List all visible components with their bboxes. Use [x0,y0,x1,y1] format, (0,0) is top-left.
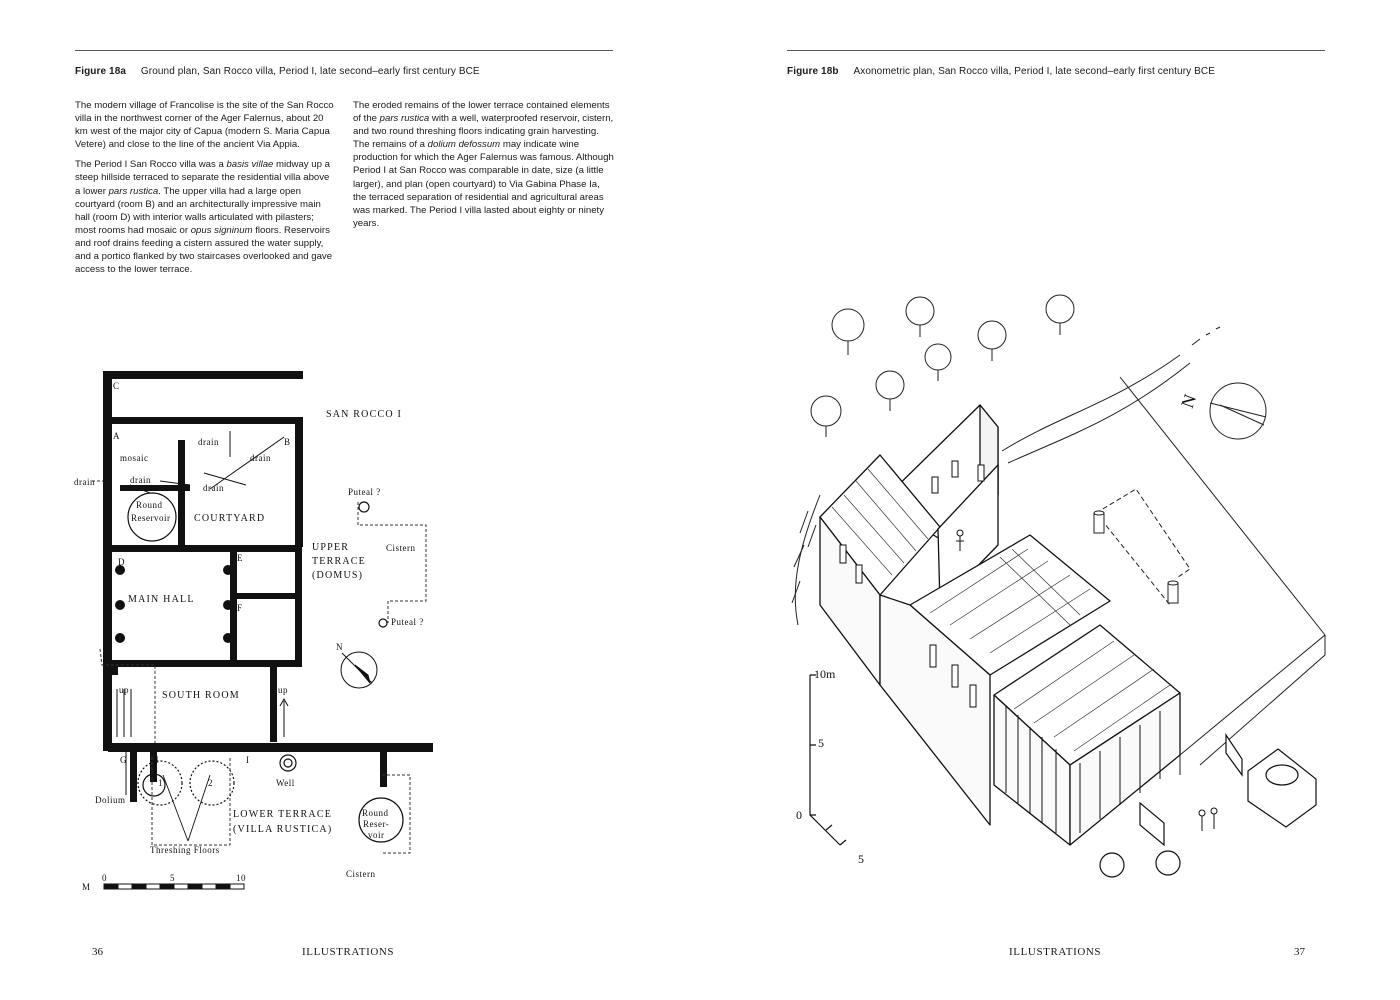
top-rule-left [75,50,613,51]
text-run: floors. Reservoirs and roof drains feedi… [75,224,333,276]
text-column-1: The modern village of Francolise is the … [75,99,337,283]
tree [831,308,865,355]
scale-tick: 5 [170,873,175,883]
main-hall-label: MAIN HALL [128,594,195,605]
dolium-label: Dolium [95,795,126,805]
label-g: G [120,755,127,765]
threshing-floor-2: 2 [208,778,213,788]
upper-terrace-label: TERRACE [312,556,366,567]
reservoir-label: voir [368,830,385,840]
paragraph-1: The modern village of Francolise is the … [75,100,334,151]
axo-scale-0: 0 [796,808,802,822]
drain-label: drain [130,475,151,485]
paragraph-2: The Period I San Rocco villa was a basis… [75,158,337,276]
tree [905,296,935,337]
drain-label: drain [250,453,271,463]
italic-term: basis villae [226,159,274,171]
figure-title: Axonometric plan, San Rocco villa, Perio… [853,66,1215,77]
reservoir-label: Reser- [363,819,389,829]
page-number-right: 37 [1294,946,1305,958]
plan-title: SAN ROCCO I [326,409,402,420]
north-label: N [336,642,343,652]
axo-scale-5: 5 [818,736,824,750]
well-label: Well [276,778,295,788]
round-reservoir-label: Reservoir [131,513,171,523]
round-reservoir-label: Round [136,500,163,510]
axo-north-label: N [1177,392,1200,411]
ground-plan-drawing: SAN ROCCO I C A B mosaic drain drain dra… [74,371,433,892]
top-rule-right [787,50,1325,51]
text-run: may indicate wine production for which t… [353,139,614,229]
label-f: F [237,603,243,613]
south-room-label: SOUTH ROOM [162,690,240,701]
tree [875,370,905,411]
threshing-floors-label: Threshing Floors [150,845,220,855]
puteal-label: Puteal ? [348,487,381,497]
label-h: H [152,755,159,765]
scale-tick: 0 [102,873,107,883]
reservoir-label: Round [362,808,389,818]
lower-terrace-label: (VILLA RUSTICA) [233,824,332,835]
up-label: up [278,685,288,695]
tree [924,343,952,381]
running-head-right: ILLUSTRATIONS [1009,946,1102,958]
tree [1045,294,1075,335]
figure-number: Figure 18b [787,66,839,77]
axo-scale-5-horizontal: 5 [858,852,864,866]
upper-terrace-label: (DOMUS) [312,570,363,581]
drain-label: drain [203,483,224,493]
upper-terrace-label: UPPER [312,542,349,553]
drain-label: drain [74,477,95,487]
puteal-label: Puteal ? [391,617,424,627]
figure-title: Ground plan, San Rocco villa, Period I, … [140,66,480,77]
text-run: with a well, waterproofed reservoir, cis… [353,113,614,151]
label-a: A [113,431,120,441]
courtyard-label: COURTYARD [194,513,265,524]
text-run: The Period I San Rocco villa was a [75,159,227,171]
axo-scale-10m: 10m [814,667,836,681]
label-d: D [118,557,125,567]
text-run: midway up a steep hillside terraced to s… [75,159,330,197]
mosaic-label: mosaic [120,453,149,463]
scale-unit: M [82,882,91,892]
label-c: C [113,381,120,391]
italic-term: dolium defossum [427,139,501,151]
label-b: B [284,437,291,447]
running-head-left: ILLUSTRATIONS [302,946,395,958]
cistern-label: Cistern [386,543,416,553]
page-number-left: 36 [92,946,103,958]
text-column-2: The eroded remains of the lower terrace … [353,99,615,237]
tree [977,320,1007,361]
paragraph-3: The eroded remains of the lower terrace … [353,99,615,230]
text-run: The eroded remains of the lower terrace … [353,100,610,125]
figure-caption-left: Figure 18a Ground plan, San Rocco villa,… [75,66,480,77]
figure-caption-right: Figure 18b Axonometric plan, San Rocco v… [787,66,1215,77]
axonometric-drawing: N [791,294,1326,878]
drain-label: drain [198,437,219,447]
cistern-label: Cistern [346,869,376,879]
lower-terrace-label: LOWER TERRACE [233,809,332,820]
italic-term: pars rustica [379,113,430,125]
italic-term: opus signinum [190,224,253,236]
label-e: E [237,553,243,563]
figure-number: Figure 18a [75,66,127,77]
italic-term: pars rustica [108,185,159,197]
tree [810,395,842,437]
text-run: . The upper villa had a large open court… [75,185,321,236]
label-i: I [246,755,250,765]
scale-tick: 10 [236,873,246,883]
up-label: up [119,685,129,695]
threshing-floor-1: 1 [158,778,163,788]
